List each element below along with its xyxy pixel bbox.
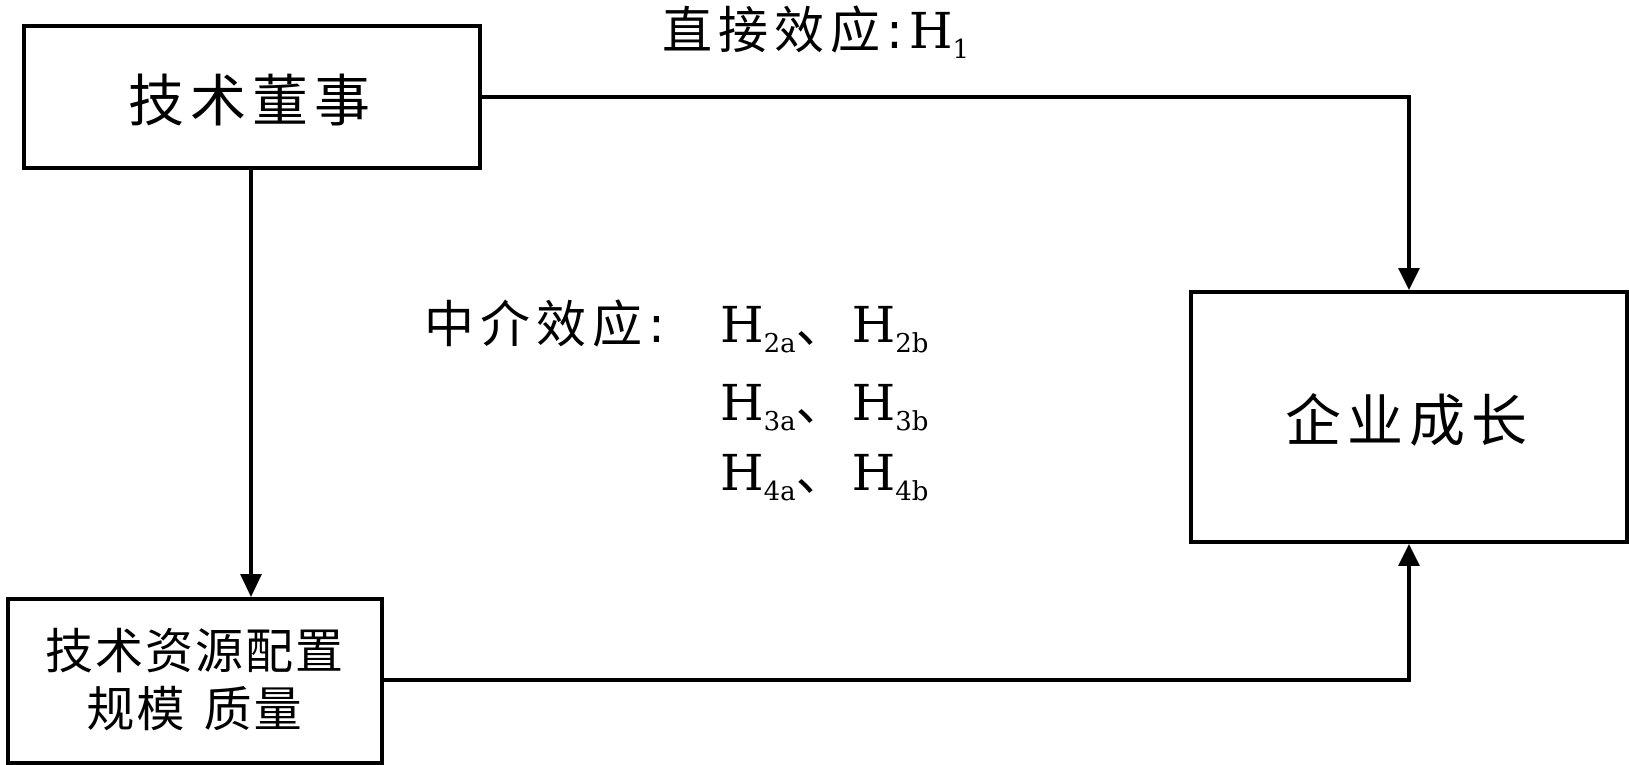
hypothesis-sub: 2b [895,329,929,359]
label-mediation-effect: 中介效应: [424,300,671,350]
node-resource-allocation: 技术资源配置 规模 质量 [6,597,384,765]
arrow-direct-effect [482,95,1411,270]
hypothesis-separator: 、 [795,374,852,432]
hypothesis-sub: 2a [763,329,796,359]
mediation-effect-prefix: 中介效应: [424,296,671,354]
hypothesis-h: H [851,444,896,502]
arrowhead-director-to-resource [240,574,262,597]
direct-effect-h: H [908,2,953,60]
arrow-resource-to-growth [384,564,1411,682]
arrowhead-direct-effect [1398,268,1420,290]
node-tech-director-label: 技术董事 [128,69,376,135]
hypothesis-sub: 3b [895,407,929,437]
hypothesis-sub: 3a [763,407,796,437]
hypothesis-sub: 4b [895,477,929,507]
hypothesis-row: H4a、H4b [720,448,928,505]
hypothesis-row: H3a、H3b [720,378,928,435]
hypothesis-h: H [851,296,896,354]
hypothesis-h: H [720,444,764,502]
node-firm-growth-label: 企业成长 [1285,389,1533,455]
label-direct-effect: 直接效应:H1 [662,6,969,63]
hypothesis-h: H [720,296,764,354]
hypothesis-h: H [720,374,764,432]
direct-effect-sub: 1 [952,35,970,65]
hypothesis-separator: 、 [795,296,852,354]
direct-effect-prefix: 直接效应: [662,2,909,60]
hypothesis-row: H2a、H2b [720,300,928,357]
arrowhead-resource-to-growth [1398,544,1420,566]
node-tech-director: 技术董事 [22,24,482,170]
node-resource-allocation-line1: 技术资源配置 [44,624,345,680]
hypothesis-sub: 4a [763,477,796,507]
node-resource-allocation-line2: 规模 质量 [86,682,304,738]
hypothesis-h: H [851,374,896,432]
node-firm-growth: 企业成长 [1189,290,1629,544]
hypothesis-separator: 、 [795,444,852,502]
